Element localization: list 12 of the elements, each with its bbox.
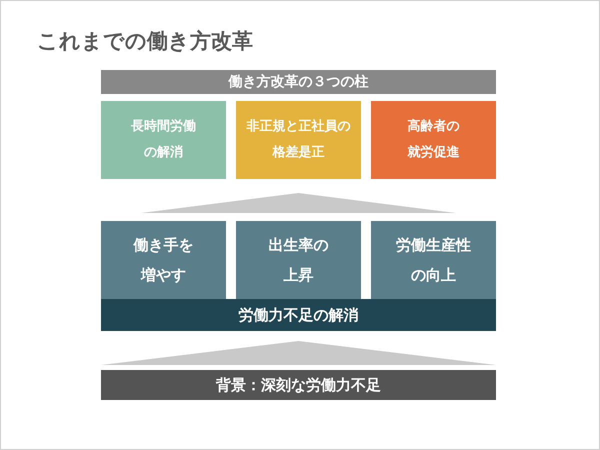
goal-box: 出生率の上昇 [236,221,361,299]
roof-triangle [141,193,456,213]
background-band: 背景：深刻な労働力不足 [101,370,496,400]
header-band: 働き方改革の３つの柱 [101,70,496,94]
pillar-box: 非正規と正社員の格差是正 [236,101,361,179]
roof-triangle [101,341,496,365]
goal-box: 働き手を増やす [101,221,226,299]
pillar-box: 長時間労働の解消 [101,101,226,179]
title: これまでの働き方改革 [37,28,253,55]
base-band: 労働力不足の解消 [101,299,496,331]
goal-box: 労働生産性の向上 [371,221,496,299]
pillar-box: 高齢者の就労促進 [371,101,496,179]
